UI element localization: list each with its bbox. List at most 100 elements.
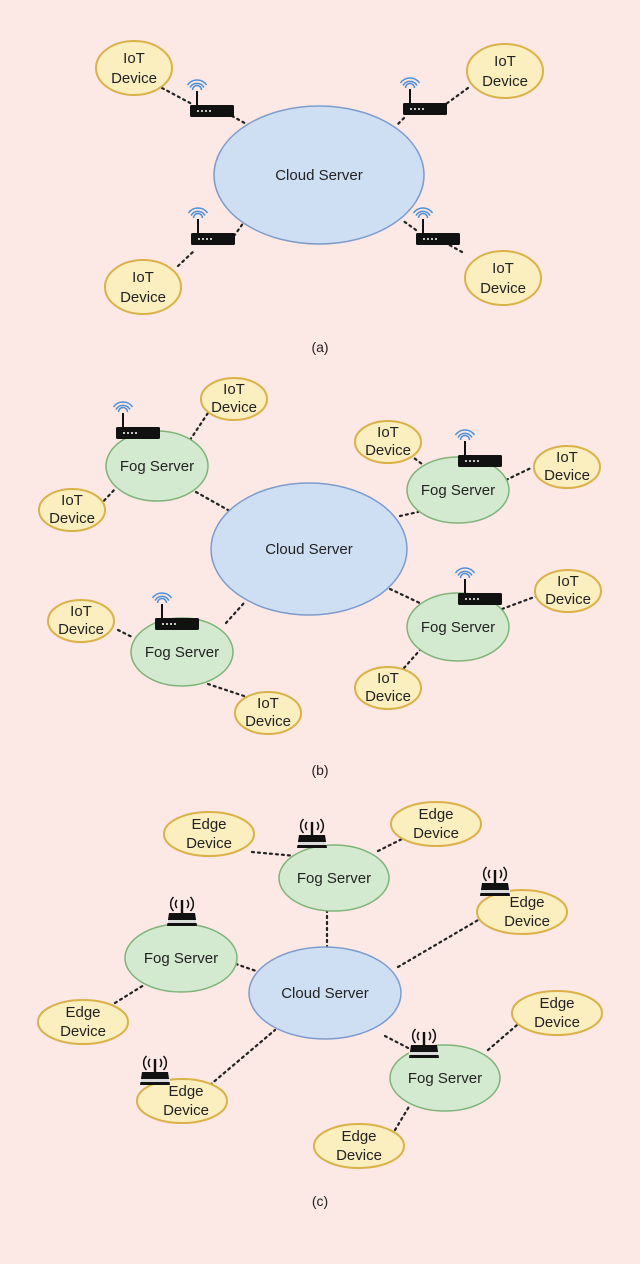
connection-line [250, 850, 298, 858]
iot-device: IoT Device [200, 377, 268, 421]
fog-server: Fog Server [105, 430, 209, 502]
edge-device-label-line2: Device [413, 825, 459, 842]
fog-server-label: Fog Server [408, 1070, 482, 1087]
fog-server-label: Fog Server [120, 458, 194, 475]
edge-device-label-line1: Edge [191, 816, 226, 833]
edge-device-label-line2: Device [60, 1023, 106, 1040]
connection-line [113, 983, 146, 1005]
iot-device-label-line1: IoT [257, 695, 279, 712]
cloud-server [248, 946, 402, 1040]
fog-server-label: Fog Server [421, 482, 495, 499]
cloud-server [210, 482, 408, 616]
connection-line [98, 486, 118, 507]
edge-device-label-line2: Device [504, 913, 550, 930]
connection-line [504, 465, 535, 482]
edge-device: Edge Device [390, 801, 482, 847]
iot-device-label-line2: Device [111, 70, 157, 87]
connection-line [208, 1028, 277, 1087]
iot-device-label-line1: IoT [557, 573, 579, 590]
connection-line [500, 594, 539, 611]
panel-c: Cloud Server Fog Server Fog Server Fog S… [37, 801, 603, 1209]
fog-server: Fog Server [406, 592, 510, 662]
fog-server: Fog Server [389, 1044, 501, 1112]
iot-device-label-line2: Device [545, 591, 591, 608]
iot-device: IoT Device [47, 599, 115, 643]
antenna-router-icon [296, 818, 328, 849]
connection-line [194, 490, 230, 512]
iot-device: IoT Device [533, 445, 601, 489]
iot-device-label-line1: IoT [377, 424, 399, 441]
fog-server: Fog Server [278, 844, 390, 912]
fog-server: Fog Server [406, 456, 510, 524]
caption-c: (c) [312, 1193, 328, 1209]
panel-b: Cloud Server Fog Server Fog Server Fog S… [38, 377, 602, 778]
connection-line [394, 116, 406, 128]
iot-device-label-line2: Device [49, 510, 95, 527]
iot-device-label-line1: IoT [132, 269, 154, 286]
wifi-router-icon [186, 79, 235, 118]
connection-line [393, 1103, 412, 1132]
iot-device-label-line2: Device [211, 399, 257, 416]
iot-device-label-line2: Device [58, 621, 104, 638]
edge-device: Edge Device [476, 889, 568, 935]
fog-server-label: Fog Server [421, 619, 495, 636]
connection-line [388, 587, 426, 607]
iot-device-label-line2: Device [245, 713, 291, 730]
edge-device: Edge Device [511, 990, 603, 1036]
connection-line [160, 86, 194, 106]
iot-device-label-line2: Device [365, 442, 411, 459]
wifi-router-icon [112, 401, 161, 440]
antenna-router-icon [479, 866, 511, 897]
connection-line [396, 914, 487, 969]
antenna-router-icon [166, 896, 198, 927]
edge-device-label-line2: Device [163, 1102, 209, 1119]
edge-device-label-line2: Device [186, 835, 232, 852]
iot-device: IoT Device [534, 569, 602, 613]
edge-device-label-line1: Edge [539, 995, 574, 1012]
fog-server-label: Fog Server [144, 950, 218, 967]
connection-line [383, 1034, 414, 1052]
connection-line [188, 408, 212, 442]
cloud-server-label: Cloud Server [275, 167, 363, 184]
connection-line [206, 682, 252, 700]
edge-device-label-line2: Device [534, 1014, 580, 1031]
iot-device: IoT Device [464, 250, 542, 306]
cloud-server-label: Cloud Server [281, 985, 369, 1002]
cloud-server-label: Cloud Server [265, 541, 353, 558]
caption-a: (a) [311, 339, 328, 355]
cloud-server [213, 105, 425, 245]
edge-device: Edge Device [136, 1078, 228, 1124]
edge-device: Edge Device [163, 811, 255, 857]
edge-device-label-line1: Edge [341, 1128, 376, 1145]
iot-device-label-line2: Device [365, 688, 411, 705]
connection-line [444, 86, 470, 106]
iot-device-label-line1: IoT [70, 603, 92, 620]
connection-line [402, 648, 422, 670]
connection-line [116, 628, 136, 640]
connection-line [232, 220, 246, 238]
fog-server-label: Fog Server [297, 870, 371, 887]
connection-line [176, 248, 197, 268]
panel-a: Cloud Server IoT Device IoT Device IoT D… [95, 40, 544, 355]
wifi-router-icon [399, 77, 448, 116]
edge-device-label-line1: Edge [65, 1004, 100, 1021]
wifi-router-icon [454, 567, 503, 606]
iot-device: IoT Device [466, 43, 544, 99]
edge-device-label-line2: Device [336, 1147, 382, 1164]
iot-device-label-line1: IoT [123, 50, 145, 67]
wifi-router-icon [187, 207, 236, 246]
connection-line [398, 510, 420, 518]
iot-device-label-line2: Device [120, 289, 166, 306]
connection-line [224, 601, 246, 625]
iot-device: IoT Device [354, 666, 422, 710]
edge-device-label-line1: Edge [168, 1083, 203, 1100]
iot-device-label-line2: Device [480, 280, 526, 297]
iot-device-label-line1: IoT [556, 449, 578, 466]
iot-device-label-line2: Device [544, 467, 590, 484]
edge-device: Edge Device [313, 1123, 405, 1169]
iot-device-label-line1: IoT [492, 260, 514, 277]
antenna-router-icon [139, 1055, 171, 1086]
edge-device-label-line1: Edge [418, 806, 453, 823]
iot-device: IoT Device [104, 259, 182, 315]
